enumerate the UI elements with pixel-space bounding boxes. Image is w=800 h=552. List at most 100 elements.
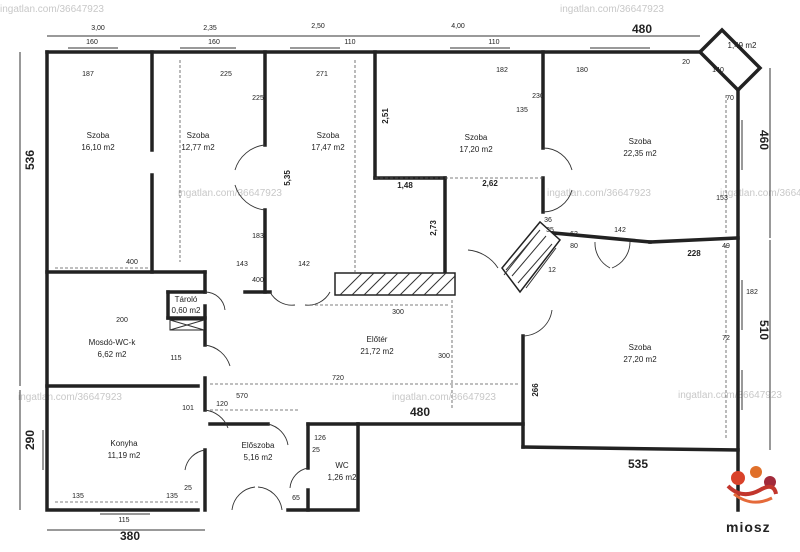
dim-small: 49: [722, 243, 730, 250]
dim-small: 35: [546, 227, 554, 234]
room-area: 12,77 m2: [181, 143, 215, 152]
miosz-logo: miosz: [726, 466, 778, 535]
hatched-chimney: [334, 272, 456, 296]
watermark: ingatlan.com/36647923: [547, 188, 651, 199]
dim-small: 25: [184, 485, 192, 492]
dim-small: 400: [126, 259, 138, 266]
room-name: Szoba: [317, 131, 340, 140]
watermark: ingatlan.com/36647923: [178, 188, 282, 199]
dim-bold: 460: [757, 130, 771, 150]
dim-small: 135: [72, 493, 84, 500]
dim-mid: 1,48: [397, 181, 413, 190]
dim-small: 160: [208, 39, 220, 46]
dim-label: 4,00: [451, 23, 465, 30]
dim-small: 271: [316, 71, 328, 78]
room-name: Mosdó-WC-k: [89, 338, 137, 347]
dim-small: 153: [716, 195, 728, 202]
dim-small: 36: [544, 217, 552, 224]
dim-small: 140: [712, 67, 724, 74]
watermark: ingatlan.com/36647923: [18, 392, 122, 403]
dim-small: 180: [576, 67, 588, 74]
room-area: 1,26 m2: [328, 473, 357, 482]
dim-small: 400: [252, 277, 264, 284]
dim-label: 480: [632, 22, 652, 36]
dim-bold: 510: [757, 320, 771, 340]
dim-bold: 380: [120, 529, 140, 543]
room-name: WC: [335, 461, 349, 470]
dim-mid: 2,73: [429, 220, 438, 236]
dim-small: 120: [216, 401, 228, 408]
dim-small: 110: [488, 39, 499, 46]
room-area: 21,72 m2: [360, 347, 394, 356]
dim-small: 65: [292, 495, 300, 502]
bold-dimensions: 536 290 380 460 510 480 535 266 228: [19, 52, 771, 543]
dim-bold: 536: [23, 150, 37, 170]
dim-small: 143: [236, 261, 248, 268]
dim-small: 200: [116, 317, 128, 324]
dim-small: 62: [570, 231, 578, 238]
dim-small: 101: [182, 405, 194, 412]
top-dimensions: 3,00 2,35 2,50 4,00 480: [47, 22, 700, 37]
room-name: Tároló: [175, 295, 198, 304]
dim-mid: 2,51: [381, 108, 390, 124]
window-marks: [42, 47, 743, 515]
dim-small: 12: [548, 267, 556, 274]
dim-small: 300: [438, 353, 450, 360]
watermark: ingatlan.com/36647923: [678, 390, 782, 401]
room-area: 17,47 m2: [311, 143, 345, 152]
dim-mid: 2,62: [482, 179, 498, 188]
dim-small: 570: [236, 393, 248, 400]
dim-small: 135: [166, 493, 178, 500]
dim-small: 160: [86, 39, 98, 46]
room-name: Szoba: [629, 137, 652, 146]
dim-small: 230: [532, 93, 544, 100]
outer-walls: [45, 27, 763, 512]
room-name: Előtér: [367, 335, 388, 344]
room-area: 16,10 m2: [81, 143, 115, 152]
dim-small: 300: [392, 309, 404, 316]
room-area: 1,49 m2: [728, 41, 757, 50]
dim-small: 115: [118, 517, 129, 524]
room-area: 0,60 m2: [172, 306, 201, 315]
dim-small: 126: [314, 435, 326, 442]
logo-text: miosz: [726, 519, 771, 535]
dim-small: 20: [682, 59, 690, 66]
dim-bold: 480: [410, 405, 430, 419]
dim-small: 720: [332, 375, 344, 382]
dim-small: 187: [82, 71, 94, 78]
room-area: 27,20 m2: [623, 355, 657, 364]
room-area: 22,35 m2: [623, 149, 657, 158]
room-area: 6,62 m2: [98, 350, 127, 359]
watermark: ingatlan.com/36647923: [720, 188, 800, 199]
dim-small: 182: [746, 289, 758, 296]
dim-small: 72: [722, 335, 730, 342]
small-dimensions: 160 160 110 110 187 225 271 182 180 20 1…: [72, 39, 758, 524]
room-name: Szoba: [187, 131, 210, 140]
dim-small: 183: [252, 233, 264, 240]
room-labels: Szoba 16,10 m2 Szoba 12,77 m2 Szoba 17,4…: [81, 41, 757, 482]
dim-small: 70: [726, 95, 734, 102]
dim-small: 182: [496, 67, 508, 74]
room-area: 11,19 m2: [108, 451, 141, 460]
dim-small: 142: [614, 227, 626, 234]
dim-small: 225: [220, 71, 232, 78]
room-name: Szoba: [465, 133, 488, 142]
room-name: Szoba: [87, 131, 110, 140]
dim-small: 115: [170, 355, 181, 362]
room-name: Előszoba: [242, 441, 275, 450]
mid-dimensions: 5,35 2,51 1,48 2,62 2,73: [283, 108, 498, 236]
hatched-stair: [501, 220, 562, 294]
dim-label: 3,00: [91, 25, 105, 32]
dim-bold: 290: [23, 430, 37, 450]
room-area: 17,20 m2: [459, 145, 493, 154]
room-name: Szoba: [629, 343, 652, 352]
dim-small: 25: [312, 447, 320, 454]
watermark: ingatlan.com/36647923: [560, 4, 664, 15]
watermarks: ingatlan.com/36647923 ingatlan.com/36647…: [0, 4, 800, 403]
dim-small: 135: [516, 107, 528, 114]
room-area: 5,16 m2: [244, 453, 273, 462]
storage-box: [169, 319, 205, 331]
dim-mid: 5,35: [283, 170, 292, 186]
dim-small: 225: [252, 95, 264, 102]
